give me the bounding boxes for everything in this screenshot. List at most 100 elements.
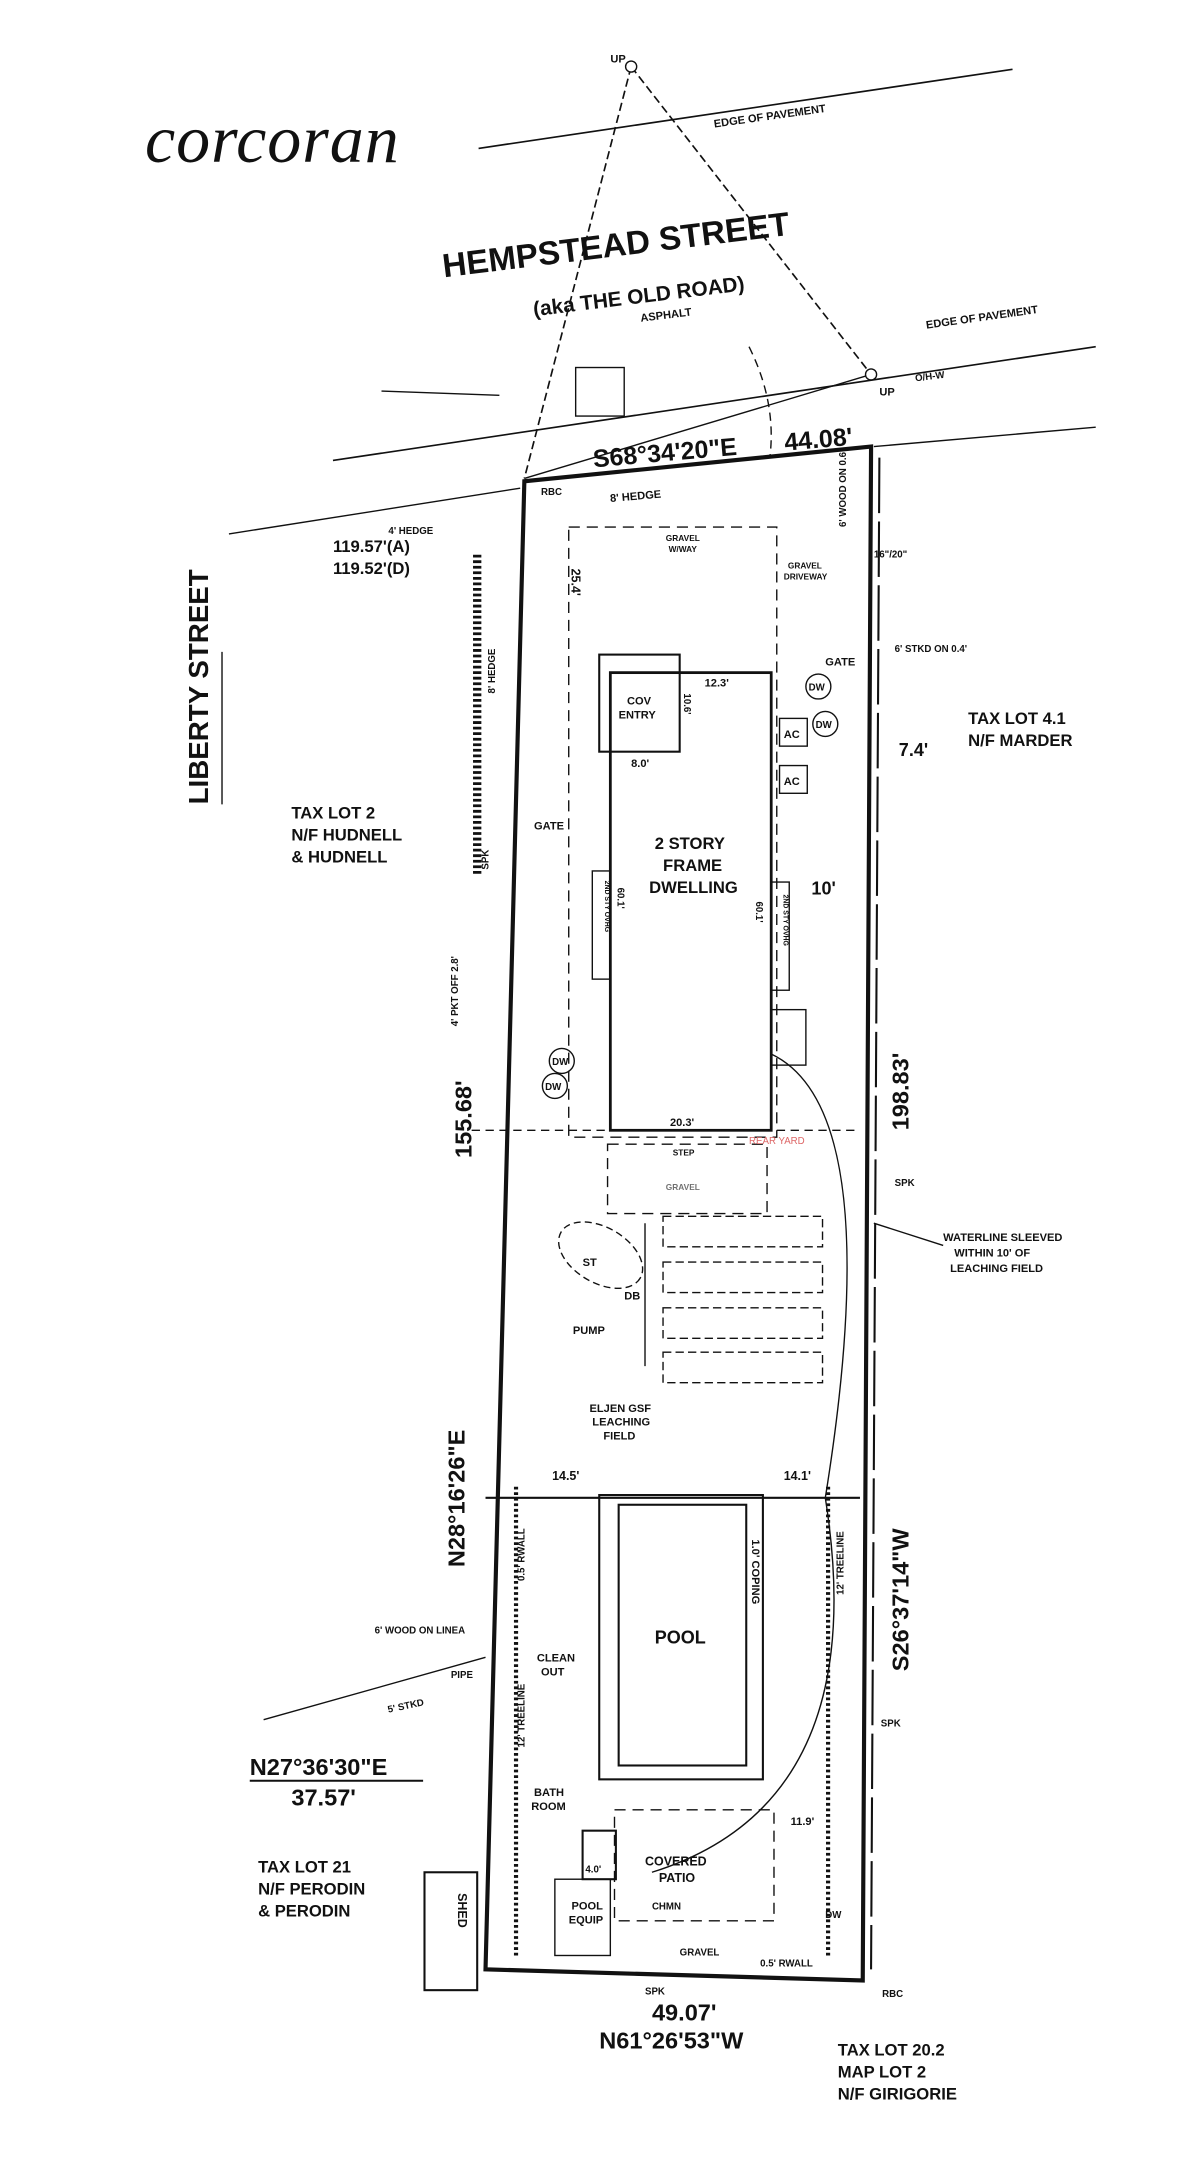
lot2-line1: TAX LOT 2 [291, 803, 375, 822]
hedge-4: 4' HEDGE [388, 526, 433, 537]
stkd5-label: 5' STKD [387, 1697, 425, 1715]
lot21-line2: N/F PERODIN [258, 1879, 365, 1898]
lot21-line3: & PERODIN [258, 1902, 350, 1921]
spk-label-1: SPK [895, 1178, 915, 1189]
dim-14-1: 14.1' [784, 1469, 811, 1483]
gravel-label-2: GRAVEL [680, 1947, 720, 1958]
leaching-1: ELJEN GSF [590, 1403, 652, 1415]
pkt-label: 4' PKT OFF 2.8' [450, 956, 461, 1026]
dw-label-4: DW [545, 1082, 562, 1093]
dw-label-2: DW [816, 720, 833, 731]
pipe-label: PIPE [451, 1670, 474, 1681]
pool-equip-1: POOL [572, 1901, 604, 1913]
patio-1: COVERED [645, 1854, 707, 1868]
waterline-1: WATERLINE SLEEVED [943, 1232, 1062, 1244]
wood-linea-label: 6' WOOD ON LINEA [375, 1626, 466, 1637]
db-label: DB [624, 1290, 640, 1302]
edge-pavement-top: EDGE OF PAVEMENT [713, 103, 827, 131]
hedge-8-top: 8' HEDGE [610, 489, 662, 505]
drive-1: GRAVEL [788, 561, 822, 571]
gate-label: GATE [534, 820, 564, 832]
utility-pole-icon [624, 60, 638, 73]
rbc-label: RBC [541, 487, 562, 498]
stkd-label: 6' STKD ON 0.4' [895, 644, 967, 655]
gate-label-2: GATE [825, 657, 855, 669]
dim-14-5: 14.5' [552, 1469, 579, 1483]
pool-equip-2: EQUIP [569, 1915, 604, 1927]
dim-25-4: 25.4' [569, 569, 583, 596]
jog-bearing: N27°36'30"E [250, 1754, 388, 1780]
left-bearing: N28°16'26"E [444, 1430, 470, 1568]
hedge-8-side: 8' HEDGE [487, 648, 498, 693]
edge-pavement: EDGE OF PAVEMENT [925, 304, 1039, 332]
lot21-line1: TAX LOT 21 [258, 1857, 351, 1876]
treeline-right: 12' TREELINE [835, 1531, 846, 1595]
chimney-label: CHMN [652, 1902, 681, 1913]
street-surface: ASPHALT [640, 307, 693, 325]
jog-distance: 37.57' [291, 1785, 356, 1811]
lot202-line2: MAP LOT 2 [838, 2063, 926, 2082]
bath-2: ROOM [531, 1801, 565, 1813]
property-boundary [483, 444, 874, 1983]
septic-tank [557, 1221, 644, 1289]
lot2-line2: N/F HUDNELL [291, 825, 402, 844]
lot202-line1: TAX LOT 20.2 [838, 2040, 945, 2059]
overhead-wires [221, 66, 1096, 805]
pool-label: POOL [655, 1627, 706, 1647]
lot2-line3: & HUDNELL [291, 848, 387, 867]
pool [617, 1503, 748, 1767]
wood-fence-label: 6' WOOD ON 0.6' [838, 450, 849, 527]
rwall-bottom: 0.5' RWALL [760, 1959, 813, 1970]
leaching-field [644, 1215, 824, 1384]
front-distance: 44.08' [783, 423, 854, 457]
dim-60-1b: 60.1' [753, 901, 764, 922]
dw-label-5: DW [825, 1910, 842, 1921]
dw-label-3: DW [552, 1057, 569, 1068]
house-line1: 2 STORY [655, 834, 725, 853]
house-footprint [608, 671, 773, 1132]
dim-8-0: 8.0' [631, 758, 649, 770]
tree-label: 16"/20" [874, 550, 907, 561]
shed [423, 1871, 479, 1992]
wway-1: GRAVEL [666, 533, 700, 543]
ohw-label: O/H-W [914, 370, 946, 385]
cov-entry-2: ENTRY [619, 709, 657, 721]
lot41-line1: TAX LOT 4.1 [968, 709, 1066, 728]
rear-bearing: N61°26'53"W [599, 2027, 744, 2053]
street-aka: (aka THE OLD ROAD) [532, 272, 746, 321]
spk-label-2: SPK [881, 1719, 901, 1730]
treeline-left: 12' TREELINE [516, 1683, 527, 1747]
dim-7-4: 7.4' [899, 740, 928, 760]
corcoran-logo: corcoran [145, 101, 400, 177]
rear-yard-label: REAR YARD [749, 1136, 805, 1147]
tie-a: 119.57'(A) [333, 537, 410, 556]
right-distance: 198.83' [888, 1053, 914, 1131]
pool-coping [598, 1494, 764, 1781]
tie-d: 119.52'(D) [333, 559, 410, 578]
logo-backdrop [105, 100, 475, 190]
shed-label: SHED [455, 1893, 469, 1928]
dim-10-6: 10.6' [681, 693, 692, 714]
left-distance: 155.68' [451, 1080, 477, 1158]
lot202-line3: N/F GIRIGORIE [838, 2085, 957, 2104]
spk-label-3: SPK [645, 1986, 665, 1997]
cleanout-2: OUT [541, 1666, 565, 1678]
bath-1: BATH [534, 1787, 564, 1799]
cov-entry [598, 653, 681, 753]
house-line2: FRAME [663, 856, 722, 875]
rwall-left: 0.5' RWALL [516, 1528, 527, 1581]
up-label: UP [610, 53, 626, 65]
utility-pole-icon [864, 368, 878, 381]
dim-10: 10' [811, 879, 835, 899]
lot41-line2: N/F MARDER [968, 731, 1072, 750]
coping-label: 1.0' COPING [749, 1539, 761, 1604]
waterline-3: LEACHING FIELD [950, 1263, 1043, 1275]
drive-2: DRIVEWAY [784, 572, 828, 582]
ac-label-1: AC [784, 729, 800, 741]
dim-4-0: 4.0' [585, 1864, 601, 1875]
rbc-label-2: RBC [882, 1989, 903, 2000]
dw-label-1: DW [809, 683, 826, 694]
liberty-street: LIBERTY STREET [183, 569, 214, 804]
pump-label: PUMP [573, 1325, 606, 1337]
ac-label-2: AC [784, 776, 800, 788]
